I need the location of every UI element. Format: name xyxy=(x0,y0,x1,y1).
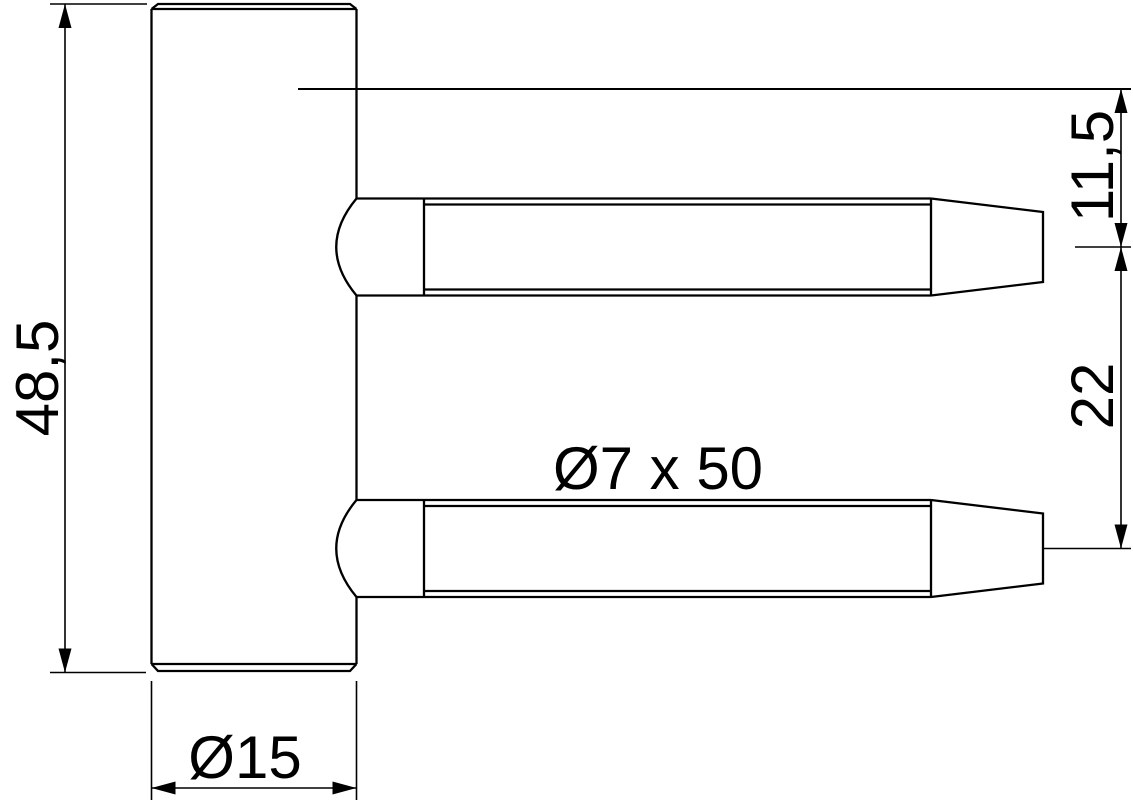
mounting-pin-top xyxy=(335,197,1045,297)
mounting-pin-bottom xyxy=(335,498,1045,599)
pin-top-offset-label: 11,5 xyxy=(1059,110,1126,222)
overall-height-label: 48,5 xyxy=(4,320,71,437)
arrowhead-up xyxy=(1114,247,1128,271)
arrowhead-down xyxy=(1114,524,1128,549)
arrowhead-down xyxy=(58,648,72,673)
arrowhead-up xyxy=(1114,89,1128,113)
barrel-bottom-chamfer-edge xyxy=(150,663,358,673)
pin-top-dome xyxy=(335,197,358,297)
arrowhead-right xyxy=(332,781,357,795)
pin-spec-label: Ø7 x 50 xyxy=(553,435,763,502)
dimension-pin-offset: 11,5 xyxy=(1059,89,1131,549)
dimension-barrel-diameter: Ø15 xyxy=(150,681,358,800)
dimension-pin-spacing: 22 xyxy=(1043,247,1131,550)
pin-spacing-label: 22 xyxy=(1059,363,1126,430)
pin-top-taper-tip xyxy=(930,197,1045,297)
dimension-overall-height: 48,5 xyxy=(4,3,147,674)
arrowhead-down xyxy=(1114,223,1128,247)
barrel-diameter-label: Ø15 xyxy=(188,724,301,791)
barrel-top-chamfer-edge xyxy=(150,2,358,10)
arrowhead-left xyxy=(151,781,176,795)
hinge-barrel xyxy=(150,2,358,673)
pin-bottom-dome xyxy=(335,499,358,598)
pin-bottom-taper-tip xyxy=(930,498,1045,599)
arrowhead-up xyxy=(58,4,72,28)
label-pin-spec: Ø7 x 50 xyxy=(553,435,763,502)
